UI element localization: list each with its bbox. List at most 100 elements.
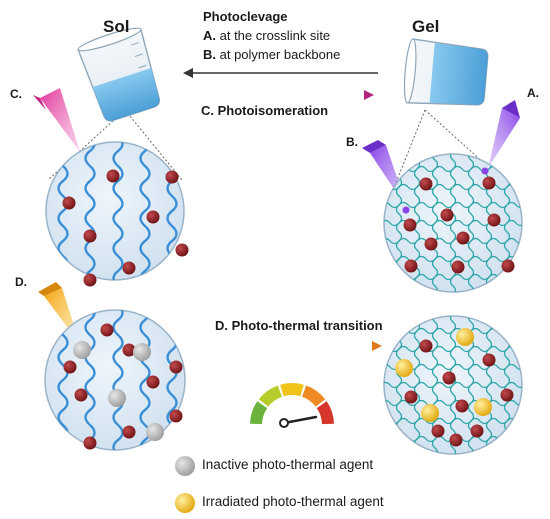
inactive-photothermal-agent bbox=[73, 341, 91, 359]
polymer-particle bbox=[403, 218, 417, 232]
zoom-guides bbox=[47, 109, 515, 191]
gauge-segment bbox=[258, 385, 282, 407]
photothermal-arrow bbox=[197, 341, 382, 351]
polymer-particle bbox=[419, 177, 433, 191]
photocleavage-item-b-letter: B. bbox=[203, 47, 216, 62]
polymer-particle bbox=[404, 259, 418, 273]
polymer-particle bbox=[431, 424, 445, 438]
crosslinked-network-gel bbox=[384, 154, 522, 292]
polymer-particle bbox=[424, 237, 438, 251]
polymer-particle bbox=[83, 273, 97, 287]
polymer-particle bbox=[482, 176, 496, 190]
polymer-particle bbox=[83, 229, 97, 243]
cleavage-site-marker bbox=[402, 206, 410, 214]
network-strand bbox=[413, 316, 421, 454]
sol-beaker-icon bbox=[77, 27, 161, 122]
photocleavage-item-a: A. at the crosslink site bbox=[203, 28, 330, 43]
photothermal-label: D. Photo-thermal transition bbox=[215, 318, 383, 333]
irradiated-photothermal-agent bbox=[395, 359, 413, 377]
network-strand bbox=[384, 453, 522, 454]
network-strand bbox=[384, 316, 385, 454]
light-beam-c bbox=[33, 88, 80, 152]
polymer-particle bbox=[62, 196, 76, 210]
polymer-particle bbox=[146, 210, 160, 224]
polymer-particle bbox=[169, 360, 183, 374]
polymer-particle bbox=[440, 208, 454, 222]
polymer-particle bbox=[455, 399, 469, 413]
gel-beaker-icon bbox=[403, 38, 489, 106]
polymer-chain bbox=[112, 310, 124, 450]
light-beam-a bbox=[488, 100, 520, 168]
photoisomeration-label: C. Photoisomeration bbox=[201, 103, 329, 118]
polymer-particle bbox=[83, 436, 97, 450]
photocleavage-item-a-text: at the crosslink site bbox=[216, 28, 331, 43]
network-strand bbox=[485, 316, 493, 454]
polymer-particle bbox=[500, 388, 514, 402]
polymer-chain bbox=[139, 142, 151, 280]
gauge-segment bbox=[302, 385, 326, 407]
light-label-c: C. bbox=[10, 87, 22, 101]
polymer-particle bbox=[63, 360, 77, 374]
network-strand bbox=[449, 316, 457, 454]
polymer-particle bbox=[74, 388, 88, 402]
polymer-particle bbox=[456, 231, 470, 245]
polymer-chain bbox=[112, 142, 124, 280]
inactive-photothermal-agent bbox=[133, 343, 151, 361]
polymer-particle bbox=[169, 409, 183, 423]
legend-inactive-label: Inactive photo-thermal agent bbox=[202, 457, 374, 472]
light-label-b: B. bbox=[346, 135, 358, 149]
polymer-particle bbox=[404, 390, 418, 404]
polymer-chain bbox=[84, 310, 96, 450]
polymer-particle bbox=[419, 339, 433, 353]
photocleavage-item-b: B. at polymer backbone bbox=[203, 47, 340, 62]
network-strand bbox=[521, 154, 522, 292]
network-strand bbox=[384, 291, 522, 292]
polymer-particle bbox=[122, 425, 136, 439]
inactive-photothermal-agent bbox=[108, 389, 126, 407]
network-strand bbox=[431, 154, 439, 292]
gauge-segment bbox=[316, 401, 334, 425]
inactive-photothermal-agent bbox=[146, 423, 164, 441]
irradiated-photothermal-agent bbox=[474, 398, 492, 416]
polymer-particle bbox=[146, 375, 160, 389]
network-strand bbox=[413, 154, 421, 292]
polymer-particle bbox=[165, 170, 179, 184]
gel-state-label: Gel bbox=[412, 17, 440, 36]
polymer-particle bbox=[122, 261, 136, 275]
gauge-hub bbox=[279, 418, 289, 428]
temperature-gauge-icon bbox=[250, 383, 334, 428]
polymer-particle bbox=[470, 424, 484, 438]
polymer-particle bbox=[451, 260, 465, 274]
sol-state-label: Sol bbox=[103, 17, 130, 36]
irradiated-photothermal-agent bbox=[456, 328, 474, 346]
photocleavage-item-b-text: at polymer backbone bbox=[216, 47, 341, 62]
cleavage-site-marker bbox=[481, 167, 489, 175]
network-strand bbox=[467, 154, 475, 292]
polymer-particle bbox=[122, 343, 136, 357]
irradiated-photothermal-agent bbox=[421, 404, 439, 422]
light-label-d: D. bbox=[15, 275, 27, 289]
network-strand bbox=[384, 316, 522, 317]
polymer-chain bbox=[84, 142, 96, 280]
polymer-particle bbox=[482, 353, 496, 367]
polymer-particle bbox=[501, 259, 515, 273]
particles-layer bbox=[62, 167, 515, 450]
polymer-particle bbox=[487, 213, 501, 227]
photoisomeration-arrow bbox=[197, 90, 374, 100]
polymer-particle bbox=[100, 323, 114, 337]
photocleavage-arrow bbox=[183, 68, 378, 78]
light-label-a: A. bbox=[527, 86, 539, 100]
network-strand bbox=[521, 316, 522, 454]
legend-inactive-dot bbox=[175, 456, 195, 476]
legend-irradiated-label: Irradiated photo-thermal agent bbox=[202, 494, 384, 509]
network-strand bbox=[384, 154, 522, 155]
gauge-segment bbox=[280, 383, 304, 397]
network-strand bbox=[384, 154, 385, 292]
polymer-particle bbox=[175, 243, 189, 257]
legend-irradiated-dot bbox=[175, 493, 195, 513]
polymer-particle bbox=[442, 371, 456, 385]
polymer-particle bbox=[449, 433, 463, 447]
photocleavage-title: Photoclevage bbox=[203, 9, 288, 24]
